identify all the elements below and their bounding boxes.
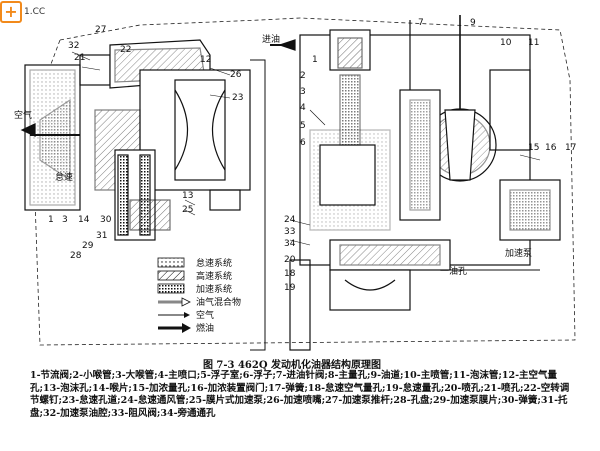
label-34: 34 <box>284 239 296 249</box>
label-28: 28 <box>70 251 82 261</box>
label-4: 4 <box>300 103 306 113</box>
label-24: 24 <box>284 215 296 225</box>
label-30: 30 <box>100 215 112 225</box>
legend-mixture-arrow: 油气混合物 <box>196 296 241 308</box>
site-logo[interactable]: + 1.CC <box>0 0 45 24</box>
label-31: 31 <box>96 231 107 241</box>
label-13: 13 <box>182 191 193 201</box>
legend-accel-system: 加速系统 <box>196 283 232 295</box>
legend-idle-system: 怠速系统 <box>196 257 232 269</box>
legend-air-arrow: 空气 <box>196 309 214 321</box>
label-19: 19 <box>284 283 296 293</box>
left-section-view <box>20 39 266 351</box>
legend-graphics <box>157 257 191 333</box>
label-21: 21 <box>74 53 85 63</box>
label-1: 1 <box>48 215 54 225</box>
label-16: 16 <box>545 143 557 153</box>
label-22: 22 <box>120 45 131 55</box>
legend-fuel-arrow: 燃油 <box>196 322 214 334</box>
carburetor-diagram: 32 27 21 22 12 26 23 13 25 1 3 14 30 31 … <box>14 15 576 351</box>
label-20: 20 <box>284 255 296 265</box>
legend-high-speed-system: 高速系统 <box>196 270 232 282</box>
label-14: 14 <box>78 215 90 225</box>
label-5: 5 <box>300 121 306 131</box>
label-air-left: 空气 <box>14 109 32 121</box>
label-3: 3 <box>62 215 68 225</box>
label-26: 26 <box>230 70 242 80</box>
label-6: 6 <box>300 138 306 148</box>
plus-icon: + <box>0 1 22 23</box>
label-fuel-hole: 一油孔 <box>440 265 467 277</box>
label-3b: 3 <box>300 87 306 97</box>
logo-text: 1.CC <box>24 7 46 17</box>
label-29: 29 <box>82 241 94 251</box>
label-23: 23 <box>232 93 243 103</box>
label-2: 2 <box>300 71 306 81</box>
label-11: 11 <box>528 38 539 48</box>
figure-caption: 图 7-3 462Q 发动机化油器结构原理图 <box>202 360 382 371</box>
label-12: 12 <box>200 55 211 65</box>
label-25: 25 <box>182 205 193 215</box>
label-idle: 怠速 <box>55 171 73 183</box>
label-33: 33 <box>284 227 295 237</box>
label-17: 17 <box>565 143 576 153</box>
right-section-view <box>270 15 561 351</box>
label-fuel-in: 进油 <box>262 33 280 45</box>
parts-text: 1-节流阀;2-小喉管;3-大喉管;4-主喷口;5-浮子室;6-浮子;7-进油针… <box>30 370 570 419</box>
label-9: 9 <box>470 18 476 28</box>
label-27: 27 <box>95 25 106 35</box>
label-15: 15 <box>528 143 539 153</box>
leader-lines <box>71 51 541 246</box>
parts-list: 1-节流阀;2-小喉管;3-大喉管;4-主喷口;5-浮子室;6-浮子;7-进油针… <box>30 370 578 420</box>
label-10: 10 <box>500 38 512 48</box>
label-1b: 1 <box>312 55 318 65</box>
label-32: 32 <box>68 41 79 51</box>
label-18: 18 <box>284 269 296 279</box>
label-accel-pump: 加速泵 <box>505 248 532 259</box>
label-7: 7 <box>418 18 424 28</box>
